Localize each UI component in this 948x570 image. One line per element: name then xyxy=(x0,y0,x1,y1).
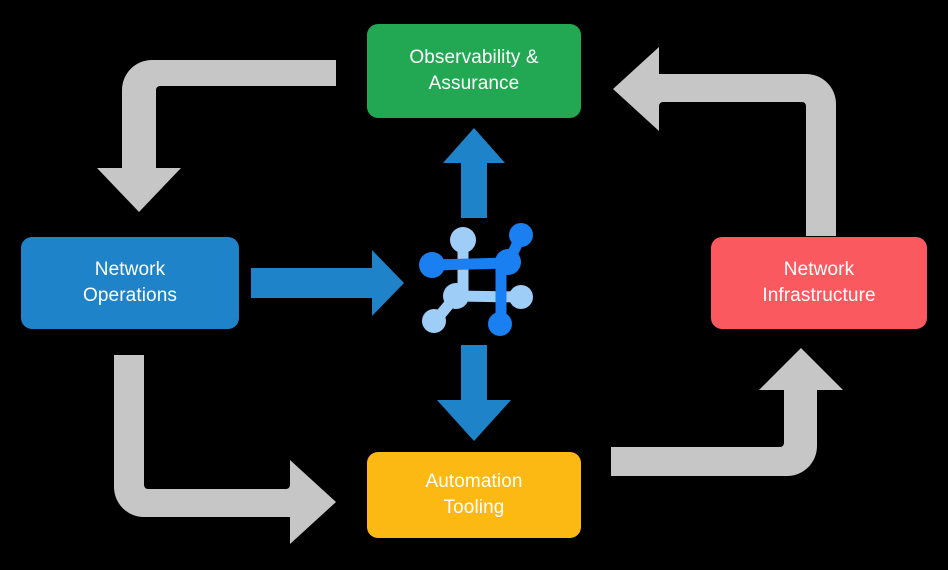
flow-arrow-network-infrastructure-to-observability xyxy=(613,47,836,236)
node-box-observability[interactable]: Observability &Assurance xyxy=(367,24,581,118)
network-icon-light-nodes xyxy=(422,227,533,333)
primary-arrow-center-to-automation-tooling xyxy=(437,345,511,441)
flow-arrow-network-operations-to-automation-tooling xyxy=(114,355,336,544)
network-icon-dark-edges xyxy=(427,230,527,330)
flow-arrow-observability-to-network-operations xyxy=(97,60,336,212)
primary-arrow-network-operations-to-center xyxy=(251,250,404,316)
network-icon-dark-nodes xyxy=(419,223,533,336)
network-icon-light-edges xyxy=(430,234,527,326)
primary-arrow-center-to-observability xyxy=(443,128,505,218)
node-label-observability: Observability &Assurance xyxy=(409,47,539,94)
flow-arrow-automation-tooling-to-network-infrastructure xyxy=(611,348,843,476)
